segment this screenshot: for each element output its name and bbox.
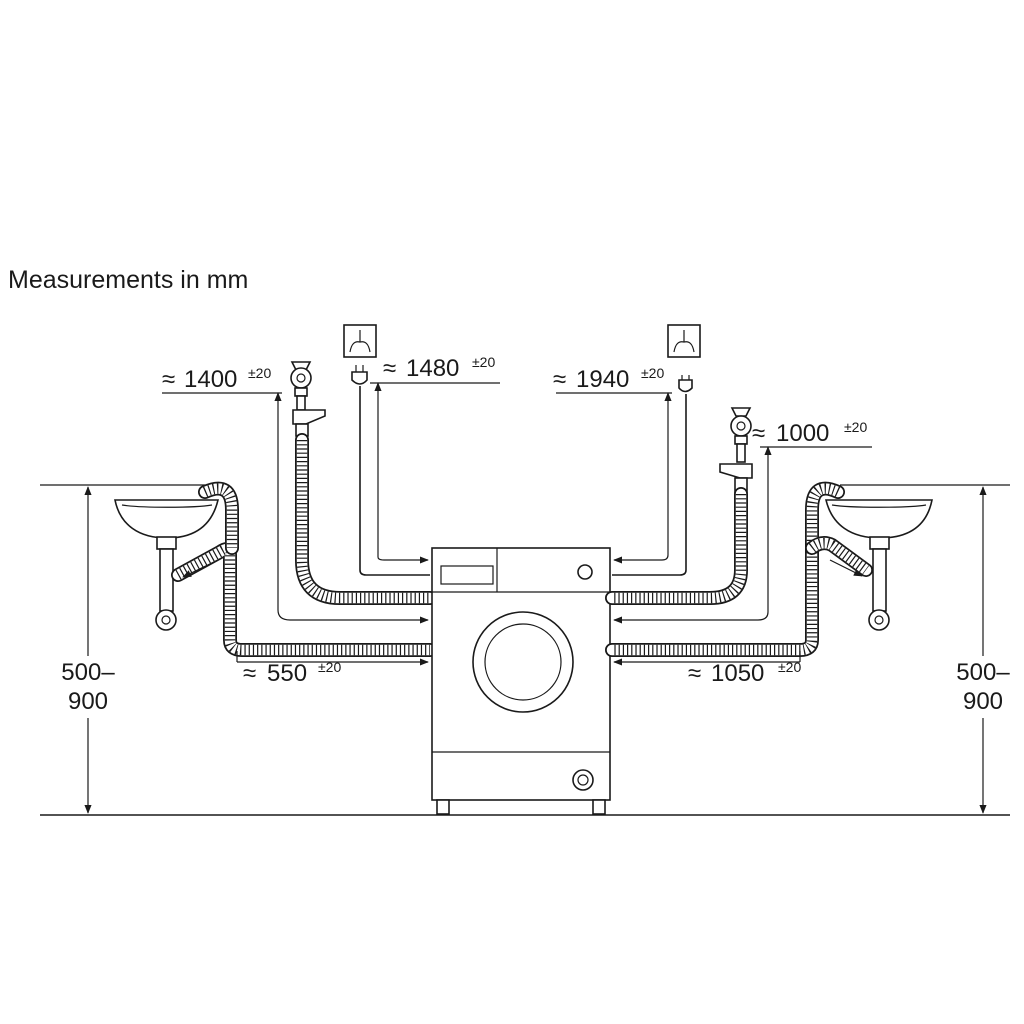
approx-symbol: ≈ — [752, 420, 765, 447]
label-left-power-cable: ≈ 1480 ±20 — [383, 354, 495, 382]
washbasin-icon — [114, 499, 220, 631]
right-drain-hose-value: 1050 — [711, 660, 764, 687]
tolerance: ±20 — [472, 354, 495, 370]
left-height-line1: 500– — [61, 659, 115, 686]
power-plug-icon — [351, 365, 368, 385]
page-title: Measurements in mm — [8, 266, 248, 294]
left-power-cable — [359, 386, 430, 576]
right-power-cable — [612, 394, 687, 576]
right-power-cable-value: 1940 — [576, 366, 629, 393]
approx-symbol: ≈ — [688, 660, 701, 687]
left-drain-hose-value: 550 — [267, 660, 307, 687]
tolerance: ±20 — [641, 365, 664, 381]
right-height-line2: 900 — [963, 688, 1003, 715]
washbasin-icon — [824, 499, 933, 631]
power-plug-icon — [678, 375, 693, 393]
approx-symbol: ≈ — [553, 366, 566, 393]
left-height-dimension: 500– 900 — [40, 484, 205, 814]
label-right-power-cable: ≈ 1940 ±20 — [553, 365, 664, 393]
tolerance: ±20 — [778, 659, 801, 675]
power-socket-icon — [667, 324, 701, 358]
approx-symbol: ≈ — [162, 366, 175, 393]
tolerance: ±20 — [844, 419, 867, 435]
left-power-cable-value: 1480 — [406, 355, 459, 382]
left-water-inlet-value: 1400 — [184, 366, 237, 393]
tolerance: ±20 — [318, 659, 341, 675]
water-tap-icon — [290, 361, 326, 437]
right-water-inlet-value: 1000 — [776, 420, 829, 447]
right-drain-hose — [605, 481, 845, 657]
label-left-drain-hose: ≈ 550 ±20 — [243, 659, 341, 687]
label-left-water-inlet: ≈ 1400 ±20 — [162, 365, 271, 393]
water-tap-icon — [719, 407, 753, 493]
approx-symbol: ≈ — [383, 355, 396, 382]
power-socket-icon — [343, 324, 377, 358]
right-inlet-hose — [605, 487, 748, 605]
right-height-line1: 500– — [956, 659, 1010, 686]
label-right-drain-hose: ≈ 1050 ±20 — [688, 659, 801, 687]
left-height-line2: 900 — [68, 688, 108, 715]
right-height-dimension: 500– 900 — [840, 484, 1023, 814]
washing-machine-icon — [431, 547, 611, 815]
label-right-water-inlet: ≈ 1000 ±20 — [752, 419, 867, 447]
approx-symbol: ≈ — [243, 660, 256, 687]
tolerance: ±20 — [248, 365, 271, 381]
